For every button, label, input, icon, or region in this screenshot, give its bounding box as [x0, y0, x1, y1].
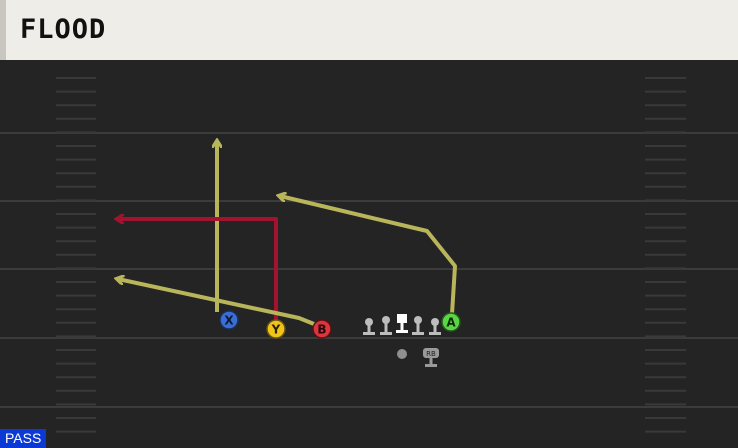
- center-icon: [396, 314, 408, 333]
- qb-dot-icon: [397, 349, 407, 359]
- routes: [118, 142, 457, 326]
- route-a-wheel: [280, 196, 457, 315]
- receiver-x: X: [219, 310, 239, 330]
- receiver-a: A: [441, 312, 461, 332]
- lineman-icon: [363, 318, 375, 335]
- receiver-y: Y: [266, 319, 286, 339]
- play-field: RB X Y B A: [0, 60, 738, 448]
- play-name: FLOOD: [20, 14, 107, 45]
- svg-text:Y: Y: [271, 323, 281, 337]
- play-diagram: RB X Y B A: [0, 77, 738, 433]
- svg-text:X: X: [224, 314, 234, 328]
- play-title-bar: FLOOD: [0, 0, 738, 60]
- hash-marks: [56, 77, 686, 433]
- lineman-icon: [412, 316, 424, 335]
- route-y-corner: [118, 219, 278, 320]
- rb-label: RB: [426, 350, 436, 358]
- svg-text:B: B: [317, 323, 326, 337]
- rb-icon: RB: [423, 348, 439, 367]
- lineman-icon: [429, 318, 441, 335]
- play-type-badge: PASS: [0, 429, 47, 448]
- receiver-b: B: [312, 319, 332, 339]
- yard-lines: [0, 132, 738, 408]
- svg-text:A: A: [446, 316, 456, 330]
- route-b-flat: [118, 279, 315, 326]
- lineman-icon: [380, 316, 392, 335]
- offensive-line: [363, 314, 441, 335]
